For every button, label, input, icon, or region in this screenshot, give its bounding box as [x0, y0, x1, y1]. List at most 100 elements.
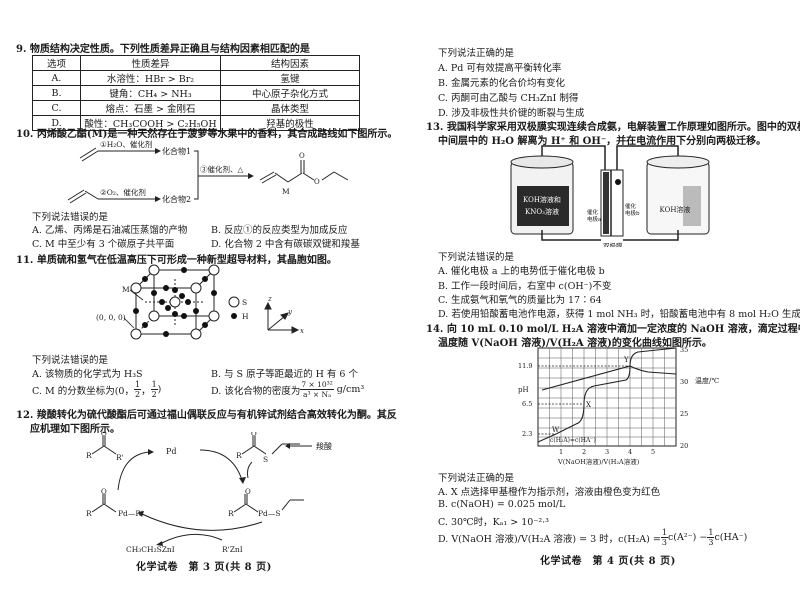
m-label: M [122, 285, 130, 294]
q12-option-c[interactable]: C. 丙酮可由乙酸与 CH₃ZnI 制得 [438, 93, 579, 104]
svg-text:O: O [314, 178, 320, 186]
pd-label: Pd [166, 447, 177, 456]
q9-table: 选项 性质差异 结构因素 A. 水溶性：HBr > Br₂ 氢键 B. 键角：C… [32, 55, 360, 131]
q14-option-a[interactable]: A. X 点选择甲基橙作为指示剂，溶液由橙色变为红色 [438, 487, 661, 498]
table-cell: 键角：CH₄ > NH₃ [80, 85, 221, 101]
ph-axis-label: pH [518, 386, 529, 394]
table-cell: 羟基的极性 [220, 115, 360, 131]
q9-stem: 9. 物质结构决定性质。下列性质差异正确且与结构因素相匹配的是 [16, 44, 310, 55]
table-header: 选项 [32, 55, 81, 71]
table-cell: 中心原子杂化方式 [220, 85, 360, 101]
table-row: A. 水溶性：HBr > Br₂ 氢键 [32, 70, 360, 86]
table-header: 性质差异 [80, 55, 221, 71]
table-cell: 氢键 [220, 70, 360, 86]
svg-text:20: 20 [680, 442, 688, 450]
ethyl-acrylate-structure: O O M [259, 152, 349, 196]
legend-s: S [242, 298, 247, 307]
legend-h: H [242, 312, 249, 321]
point-x: X [586, 401, 591, 409]
q14-option-d[interactable]: D. V(NaOH 溶液)/V(H₂A 溶液) = 3 时，c(H₂A) = 1… [438, 528, 748, 547]
compound1-label: 化合物1 [162, 146, 191, 156]
svg-text:O: O [251, 432, 257, 438]
q12-stem-line2: 应机理如下图所示。 [30, 424, 120, 435]
q10-option-b[interactable]: B. 反应①的反应类型为加成反应 [211, 225, 348, 236]
svg-text:催化: 催化 [587, 208, 599, 216]
svg-text:z: z [267, 295, 272, 303]
q14-prompt: 下列说法正确的是 [438, 473, 515, 484]
reagent-label: R'ZnI [222, 545, 243, 552]
q13-option-b[interactable]: B. 工作一段时间后，右室中 c(OH⁻)不变 [438, 281, 612, 292]
q10-option-d[interactable]: D. 化合物 2 中含有碳碳双键和羧基 [211, 239, 360, 250]
svg-text:25: 25 [680, 410, 688, 418]
point-w: W [552, 426, 560, 434]
q14-stem-line1: 14. 向 10 mL 0.10 mol/L H₂A 溶液中滴加一定浓度的 Na… [426, 324, 800, 335]
svg-text:2.3: 2.3 [522, 430, 532, 438]
table-cell: 晶体类型 [220, 100, 360, 116]
svg-text:Pd—S: Pd—S [258, 509, 281, 518]
ethylene-structure [79, 147, 99, 162]
q11-unit-cell-figure: M (0, 0, 0) a pm S H z x y [96, 264, 304, 342]
svg-text:11.9: 11.9 [518, 362, 532, 370]
svg-text:R: R [236, 451, 242, 460]
svg-text:催化: 催化 [625, 202, 637, 210]
q10-option-a[interactable]: A. 乙烯、丙烯是石油减压蒸馏的产物 [32, 225, 188, 236]
bipolar-membrane-label: 双极膜 [603, 241, 623, 247]
q11-option-a[interactable]: A. 该物质的化学式为 H₃S [32, 369, 143, 380]
svg-text:3: 3 [605, 448, 609, 456]
svg-text:O: O [101, 488, 107, 496]
svg-text:1: 1 [559, 448, 563, 456]
svg-text:R: R [228, 509, 234, 518]
q14-titration-chart: Y X W c(H₂A)=c(HA⁻) 11.9 6.5 2.3 pH 35 3… [518, 346, 688, 466]
table-header: 结构因素 [220, 55, 360, 71]
page-footer-left: 化学试卷 第 3 页(共 8 页) [136, 562, 272, 573]
svg-text:O: O [101, 432, 107, 438]
origin-label: (0, 0, 0) [96, 313, 126, 322]
propylene-structure [67, 189, 99, 204]
q13-stem-line2: 中间层中的 H₂O 解离为 H⁺ 和 OH⁻，并在电流作用下分别向两极迁移。 [438, 136, 767, 147]
svg-text:y: y [287, 308, 293, 316]
svg-text:5: 5 [651, 448, 655, 456]
compound2-label: 化合物2 [162, 194, 191, 204]
ph-curve [537, 347, 677, 443]
edge-length-label: a pm [156, 339, 175, 342]
q13-option-c[interactable]: C. 生成氨气和氧气的质量比为 17∶64 [438, 295, 602, 306]
q13-electrolysis-figure: KOH溶液和 KNO₃溶液 KOH溶液 催化 电极a 催化 电极b 双极膜 [510, 145, 710, 247]
q13-option-a[interactable]: A. 催化电极 a 上的电势低于催化电极 b [438, 266, 605, 277]
q12-option-b[interactable]: B. 金属元素的化合价均有变化 [438, 78, 566, 89]
q11-prompt: 下列说法错误的是 [32, 355, 109, 366]
svg-text:6.5: 6.5 [522, 400, 532, 408]
q11-option-b[interactable]: B. 与 S 原子等距最近的 H 有 6 个 [211, 369, 358, 380]
electrolysis-cell [541, 145, 679, 241]
carboxylic-acid-label: 羧酸 [316, 441, 332, 451]
q14-option-c[interactable]: C. 30℃时，Kₐ₁ > 10⁻²·³ [438, 517, 549, 528]
q12-option-d[interactable]: D. 涉及非极性共价键的断裂与生成 [438, 108, 585, 119]
m-label: M [282, 187, 290, 196]
q13-prompt: 下列说法错误的是 [438, 252, 515, 263]
table-cell: 熔点：石墨 > 金刚石 [80, 100, 221, 116]
svg-text:KOH溶液: KOH溶液 [660, 205, 691, 214]
table-cell: C. [32, 100, 81, 116]
point-y: Y [623, 356, 629, 364]
svg-text:KNO₃溶液: KNO₃溶液 [525, 207, 559, 216]
svg-text:4: 4 [628, 448, 632, 456]
q10-option-c[interactable]: C. M 中至少有 3 个碳原子共平面 [32, 239, 175, 250]
q12-option-a[interactable]: A. Pd 可有效提高平衡转化率 [438, 63, 562, 74]
q10-stem: 10. 丙烯酸乙酯(M)是一种天然存在于菠萝等水果中的香料，其合成路线如下图所示… [16, 129, 398, 140]
sulfur-atoms [130, 264, 220, 340]
q14-option-b[interactable]: B. c(NaOH) = 0.025 mol/L [438, 499, 566, 510]
q10-prompt: 下列说法错误的是 [32, 212, 109, 223]
step2-label: ②O₂、催化剂 [100, 187, 146, 197]
svg-text:S: S [263, 455, 268, 464]
svg-text:电极b: 电极b [625, 209, 640, 217]
svg-text:2: 2 [582, 448, 586, 456]
q14-stem-line2: 温度随 V(NaOH 溶液)/V(H₂A 溶液)的变化曲线如图所示。 [438, 338, 712, 349]
svg-text:R': R' [116, 453, 124, 462]
q13-option-d[interactable]: D. 若使用铅酸蓄电池作电源，获得 1 mol NH₃ 时，铅酸蓄电池中有 8 … [438, 309, 800, 320]
left-tank: KOH溶液和 KNO₃溶液 [510, 155, 574, 235]
